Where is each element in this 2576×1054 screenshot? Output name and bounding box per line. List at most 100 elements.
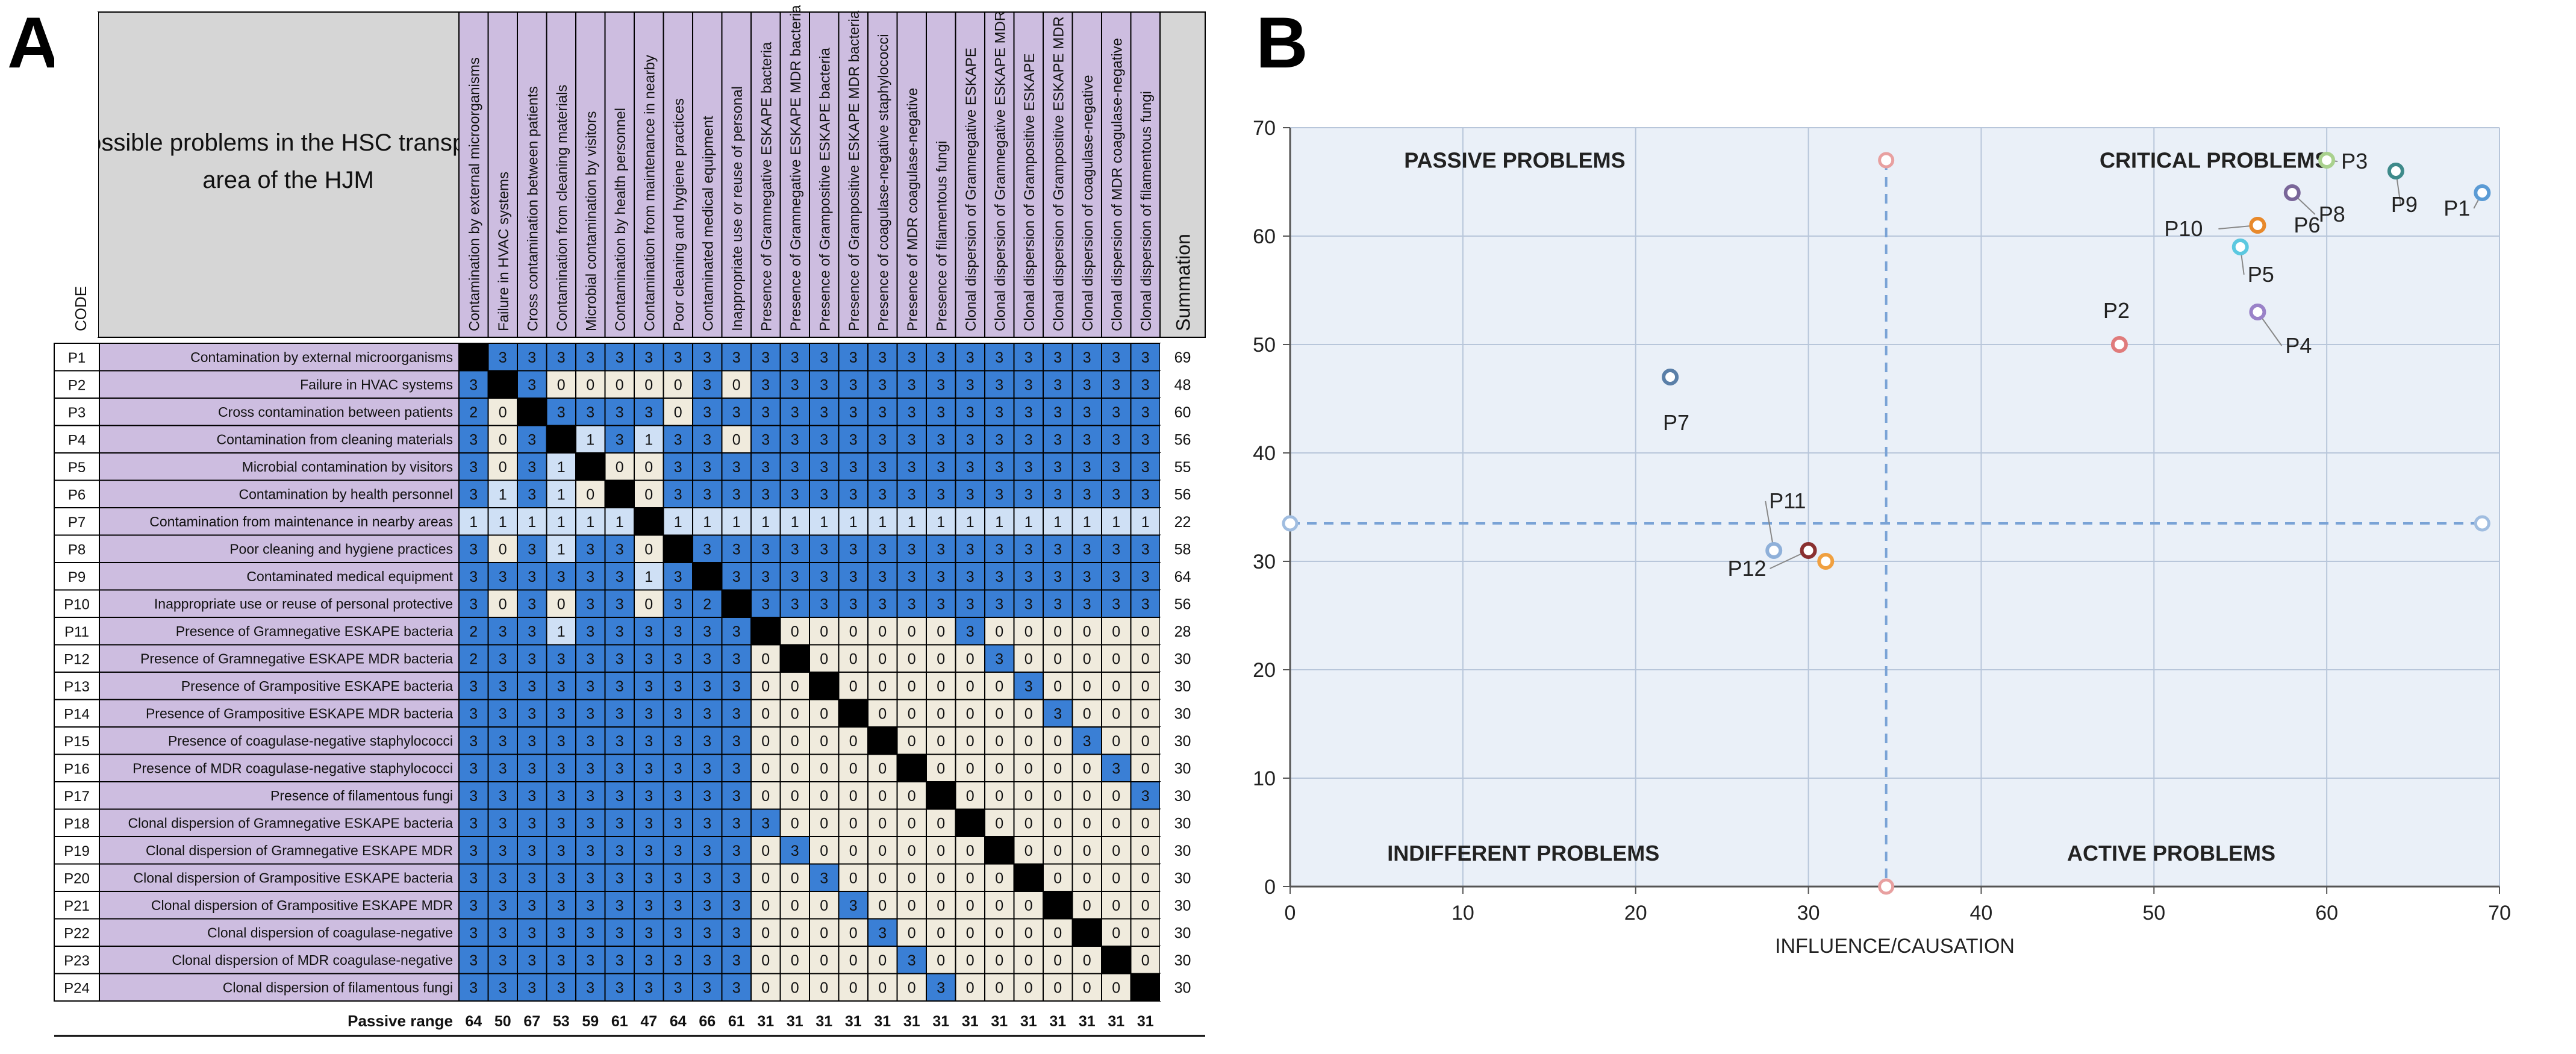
matrix-cell [458, 946, 489, 974]
column-header: Presence of Gramnegative ESKAPE MDR bact… [788, 5, 804, 331]
matrix-cell-value: 0 [878, 678, 887, 695]
matrix-cell [867, 836, 898, 865]
matrix-cell [692, 781, 723, 810]
matrix-diagonal-cell [604, 479, 635, 508]
matrix-cell-value: 3 [1024, 596, 1033, 613]
matrix-cell-value: 0 [791, 678, 799, 695]
quadrant-label: PASSIVE PROBLEMS [1404, 148, 1625, 173]
matrix-cell-value: 0 [499, 431, 507, 448]
matrix-cell-value: 0 [791, 925, 799, 941]
matrix-cell-value: 3 [703, 486, 711, 503]
matrix-cell-value: 3 [732, 952, 741, 969]
matrix-cell-value: 3 [1053, 569, 1062, 585]
matrix-cell-value: 3 [616, 897, 624, 914]
matrix-cell-value: 3 [469, 788, 478, 805]
matrix-cell-value: 0 [1053, 979, 1062, 996]
matrix-cell [926, 644, 956, 673]
matrix-cell-value: 0 [937, 705, 945, 722]
matrix-cell [1130, 452, 1161, 481]
matrix-cell [487, 973, 518, 1002]
passive-range-value: 64 [465, 1013, 482, 1030]
matrix-cell-value: 0 [1053, 815, 1062, 832]
matrix-cell-value: 3 [499, 843, 507, 859]
matrix-cell-value: 3 [586, 952, 594, 969]
point-label: P1 [2443, 196, 2470, 220]
matrix-cell-value: 3 [878, 541, 887, 558]
matrix-cell-value: 0 [1053, 678, 1062, 695]
row-sum-cell [1160, 864, 1205, 891]
row-label: Presence of MDR coagulase‑negative staph… [133, 760, 453, 776]
matrix-cell-value: 1 [1112, 514, 1120, 531]
matrix-cell-value: 3 [732, 486, 741, 503]
matrix-cell [779, 398, 810, 426]
matrix-cell-value: 0 [849, 952, 858, 969]
matrix-cell-value: 3 [1083, 596, 1091, 613]
matrix-cell-value: 0 [820, 623, 828, 640]
matrix-cell [984, 452, 1015, 481]
matrix-cell [634, 726, 664, 755]
matrix-cell-value: 3 [616, 596, 624, 613]
row-label-cell [99, 398, 460, 426]
matrix-cell [634, 973, 664, 1002]
column-header: Presence of filamentous fungi [934, 141, 950, 331]
matrix-cell [546, 672, 576, 700]
matrix-cell-value: 0 [791, 733, 799, 750]
row-code-cell [54, 479, 100, 508]
matrix-title-cell [98, 11, 460, 338]
matrix-cell-value: 3 [499, 705, 507, 722]
matrix-cell-value: 0 [761, 843, 770, 859]
matrix-cell [487, 479, 518, 508]
matrix-cell [458, 836, 489, 865]
matrix-cell-value: 3 [1053, 486, 1062, 503]
row-label-cell [99, 726, 460, 755]
matrix-cell-value: 3 [703, 431, 711, 448]
matrix-cell-value: 3 [732, 979, 741, 996]
matrix-cell-value: 3 [732, 843, 741, 859]
matrix-cell-value: 0 [1112, 678, 1120, 695]
matrix-cell-value: 3 [878, 349, 887, 366]
matrix-cell [867, 562, 898, 591]
matrix-cell-value: 3 [1112, 376, 1120, 393]
column-header: Contamination from cleaning materials [554, 84, 570, 331]
matrix-cell-value: 0 [1053, 952, 1062, 969]
passive-range-value: 31 [962, 1013, 979, 1030]
matrix-cell [692, 808, 723, 837]
matrix-cell-value: 0 [820, 815, 828, 832]
matrix-cell-value: 0 [995, 760, 1003, 777]
matrix-cell-value: 3 [820, 541, 828, 558]
matrix-cell [487, 836, 518, 865]
matrix-cell-value: 3 [761, 815, 770, 832]
row-sum: 69 [1174, 349, 1191, 366]
row-sum-cell [1160, 508, 1205, 535]
matrix-cell-value: 3 [791, 486, 799, 503]
passive-range-value: 66 [699, 1013, 716, 1030]
matrix-cell-value: 3 [820, 870, 828, 887]
x-axis-label: INFLUENCE/CAUSATION [1775, 935, 2015, 958]
matrix-cell-value: 3 [878, 459, 887, 476]
row-sum: 64 [1174, 569, 1191, 585]
matrix-cell-value: 1 [499, 486, 507, 503]
matrix-cell-value: 3 [908, 431, 916, 448]
column-header: Clonal dispersion of Grampositive ESKAPE… [1050, 16, 1067, 331]
matrix-cell-value: 0 [761, 650, 770, 667]
row-sum: 30 [1174, 650, 1191, 667]
matrix-cell-value: 3 [499, 788, 507, 805]
matrix-cell-value: 3 [761, 569, 770, 585]
matrix-cell-value: 3 [586, 623, 594, 640]
matrix-cell [604, 891, 635, 920]
row-label: Contamination by health personnel [239, 486, 453, 502]
row-code: P11 [64, 624, 89, 640]
matrix-title-line: area of the HJM [202, 167, 374, 193]
matrix-cell [517, 452, 547, 481]
row-sum-cell [1160, 370, 1205, 398]
matrix-cell [546, 589, 576, 618]
matrix-cell-value: 3 [849, 596, 858, 613]
column-header: Inappropriate use or reuse of personal [729, 86, 746, 331]
matrix-cell [1043, 534, 1073, 563]
column-header-cell [517, 11, 547, 338]
matrix-cell-value: 0 [761, 788, 770, 805]
matrix-cell-value: 0 [937, 733, 945, 750]
row-label-cell [99, 343, 460, 372]
matrix-cell [750, 370, 781, 399]
matrix-cell-value: 3 [586, 925, 594, 941]
